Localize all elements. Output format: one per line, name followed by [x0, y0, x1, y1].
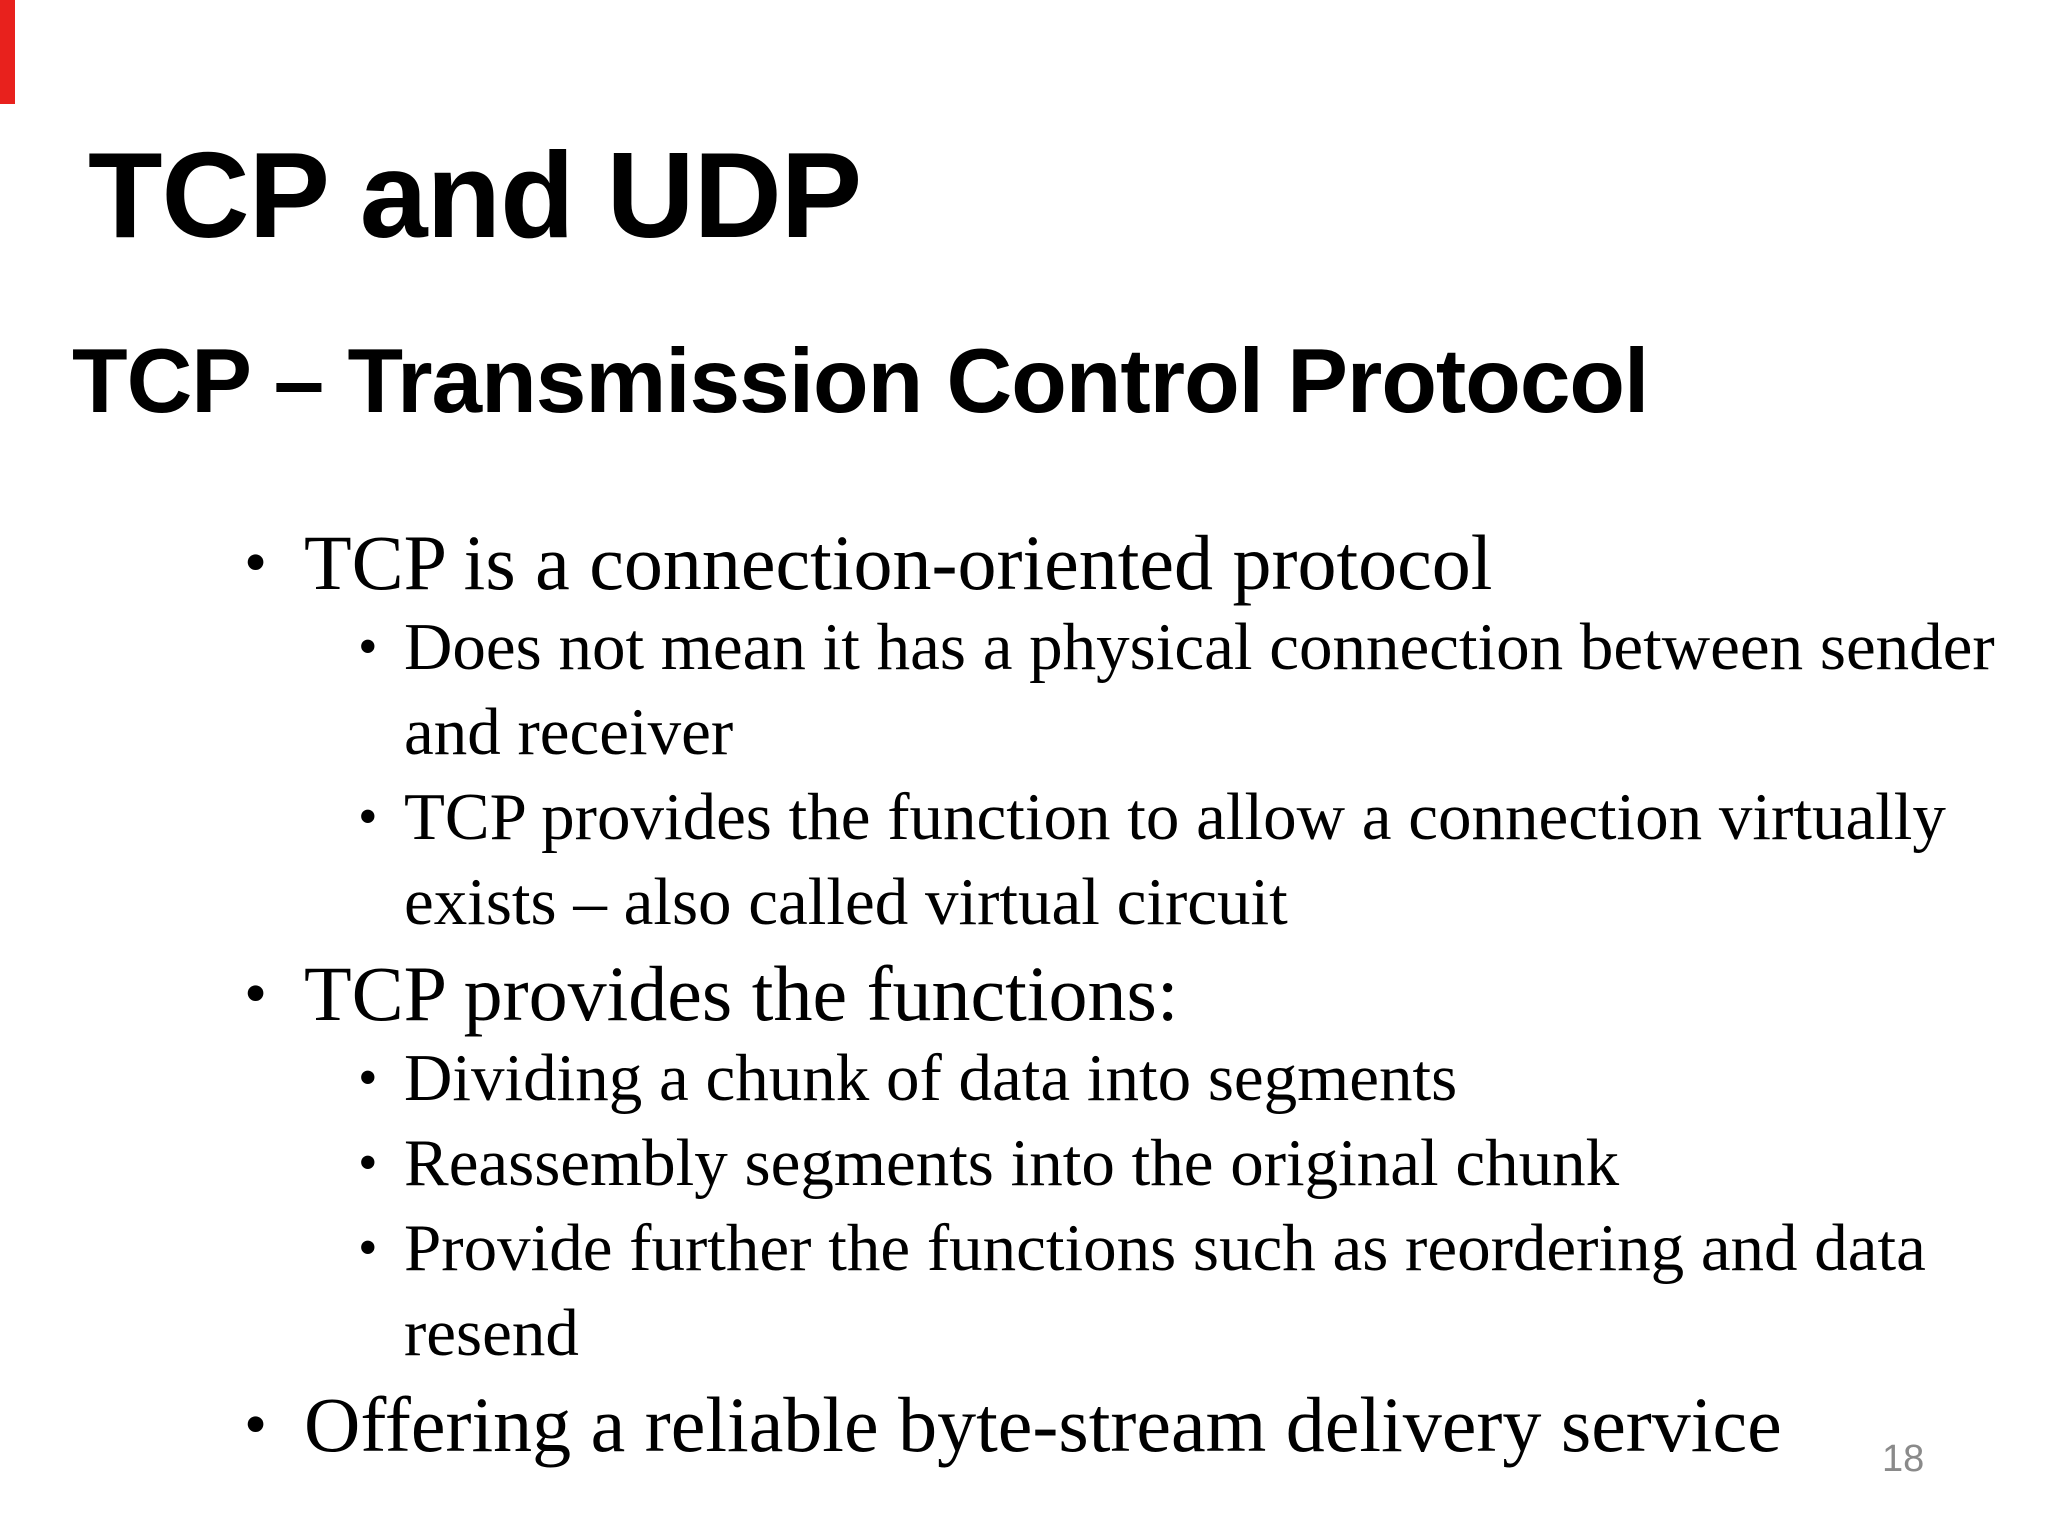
bullet-item: • TCP provides the functions:	[240, 951, 2046, 1036]
bullet-icon: •	[358, 786, 378, 848]
bullet-text: TCP provides the function to allow a con…	[404, 780, 1946, 939]
bullet-icon: •	[244, 957, 268, 1030]
bullet-text: Does not mean it has a physical connecti…	[404, 610, 1995, 769]
bullet-item: • Does not mean it has a physical connec…	[240, 605, 2046, 775]
bullet-list: • TCP is a connection-oriented protocol …	[240, 520, 2046, 1467]
bullet-item: • TCP is a connection-oriented protocol	[240, 520, 2046, 605]
slide-title: TCP and UDP	[88, 127, 862, 263]
bullet-icon: •	[358, 1132, 378, 1194]
bullet-item: • Dividing a chunk of data into segments	[240, 1036, 2046, 1121]
bullet-item: • TCP provides the function to allow a c…	[240, 775, 2046, 945]
bullet-text: TCP provides the functions:	[304, 950, 1179, 1037]
bullet-icon: •	[358, 616, 378, 678]
bullet-item: • Provide further the functions such as …	[240, 1206, 2046, 1376]
bullet-text: Reassembly segments into the original ch…	[404, 1126, 1620, 1200]
bullet-icon: •	[358, 1217, 378, 1279]
bullet-item: • Offering a reliable byte-stream delive…	[240, 1382, 2046, 1467]
bullet-icon: •	[244, 1388, 268, 1461]
red-accent-bar	[0, 0, 15, 104]
bullet-item: • Reassembly segments into the original …	[240, 1121, 2046, 1206]
page-number: 18	[1882, 1438, 1925, 1480]
bullet-icon: •	[358, 1047, 378, 1109]
bullet-text: TCP is a connection-oriented protocol	[304, 519, 1493, 606]
bullet-text: Dividing a chunk of data into segments	[404, 1041, 1458, 1115]
bullet-text: Offering a reliable byte-stream delivery…	[304, 1381, 1782, 1468]
slide-subtitle: TCP – Transmission Control Protocol	[72, 331, 1649, 432]
bullet-icon: •	[244, 526, 268, 599]
bullet-text: Provide further the functions such as re…	[404, 1211, 1926, 1370]
